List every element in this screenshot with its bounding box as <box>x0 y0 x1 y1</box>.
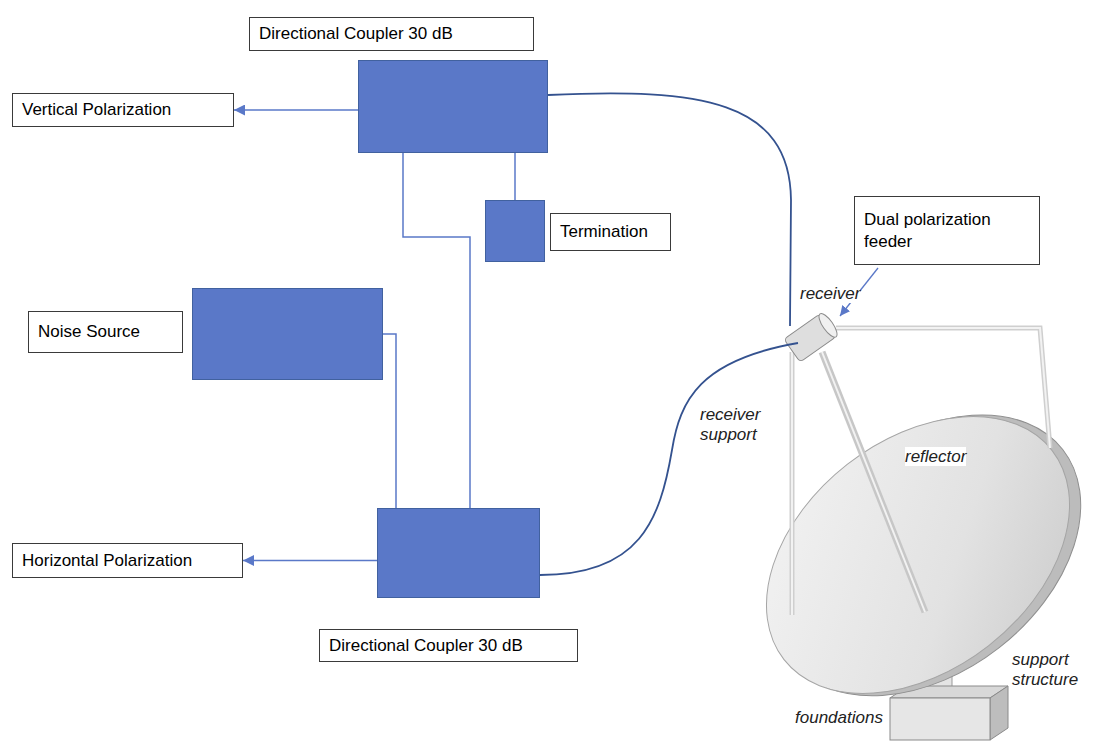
port-label-box: Vertical Polarization <box>12 93 234 127</box>
foundation-side <box>990 686 1008 740</box>
part-name: receiver <box>800 284 860 303</box>
part-name: receiver support <box>700 405 760 444</box>
port-name: Dual polarization feeder <box>864 209 1030 252</box>
receiver-strut-highlight <box>791 352 793 615</box>
part-label: receiver support <box>700 405 786 446</box>
receiver-strut <box>822 352 925 612</box>
feed-horn <box>784 311 840 362</box>
part-name: support structure <box>1012 650 1078 689</box>
part-name: reflector <box>905 447 966 466</box>
component-name: Noise Source <box>38 321 140 342</box>
part-name: foundations <box>795 708 883 727</box>
signal-line <box>383 334 396 508</box>
component-label-box: Directional Coupler 30 dB <box>249 17 534 51</box>
port-name: Horizontal Polarization <box>22 550 192 571</box>
part-label: support structure <box>1012 650 1092 691</box>
signal-line <box>234 109 358 111</box>
component-box: Directional Coupler 30 dB <box>358 60 548 153</box>
part-label: foundations <box>795 708 890 728</box>
component-label-box: Termination <box>550 213 671 251</box>
component-name: Directional Coupler 30 dB <box>259 23 453 44</box>
component-name: Termination <box>560 221 648 242</box>
foundation-front <box>890 698 990 740</box>
signal-line <box>243 560 377 562</box>
component-box: Termination <box>485 200 545 262</box>
component-box: Noise Source <box>192 288 383 380</box>
signal-line <box>514 153 516 200</box>
receiver-strut <box>790 352 795 615</box>
feed-aperture <box>816 311 840 340</box>
receiver-strut-highlight <box>836 328 1050 448</box>
component-label-box: Directional Coupler 30 dB <box>319 629 578 662</box>
reflector-dish <box>713 354 1096 745</box>
receiver-strut-highlight <box>822 352 925 612</box>
component-label-box: Noise Source <box>28 311 183 353</box>
component-box: Directional Coupler 30 dB <box>377 508 540 598</box>
coaxial-cable <box>540 343 798 575</box>
component-name: Directional Coupler 30 dB <box>329 635 523 656</box>
receiver-strut <box>836 328 1050 448</box>
port-name: Vertical Polarization <box>22 99 171 120</box>
part-label: receiver <box>800 284 880 304</box>
coaxial-cable <box>548 93 791 326</box>
signal-line <box>403 153 470 508</box>
port-label-box: Dual polarization feeder <box>854 196 1040 265</box>
port-label-box: Horizontal Polarization <box>12 543 243 578</box>
part-label: reflector <box>905 447 995 467</box>
